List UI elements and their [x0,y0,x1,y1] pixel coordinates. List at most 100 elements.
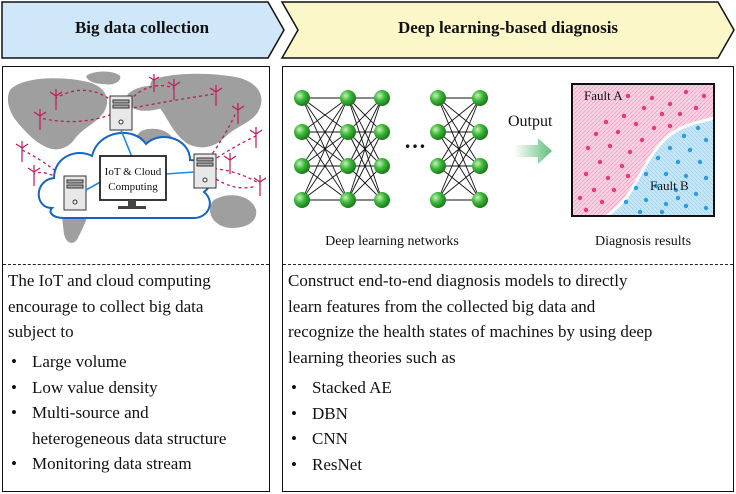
network-node [430,90,446,106]
fault-a-point [597,159,603,165]
fault-b-point [663,171,669,177]
fault-b-point [667,145,673,151]
fault-a-point [619,163,625,169]
server-top [109,95,133,131]
output-label: Output [508,113,553,130]
fault-a-point [585,145,591,151]
left-banner-title: Big data collection [74,18,210,37]
network-node [294,192,310,208]
fault-a-point [649,95,655,101]
network-node [430,192,446,208]
network-node [340,124,356,140]
network-node [472,158,488,174]
network-connection [437,131,481,201]
fault-b-point [703,137,709,143]
header-banners [1,1,735,59]
deep-learning-network [294,90,488,208]
fault-a-point [625,93,631,99]
fault-a-point [577,195,583,201]
network-connection [347,97,383,201]
network-connection [437,97,481,133]
network-connection [437,97,481,167]
left-intro-line: encourage to collect big data [8,296,204,316]
network-node [294,124,310,140]
right-intro-line: learning theories such as [288,347,456,367]
fault-b-point [623,199,629,205]
cloud-label-line1: IoT & Cloud [105,166,162,178]
fault-a-point [639,137,645,143]
fault-b-point [655,155,661,161]
fault-a-label: Fault A [584,88,623,103]
fault-a-point [683,89,689,95]
fault-a-point [615,129,621,135]
fault-b-point [695,125,701,131]
network-connection [301,131,349,201]
bullet-item: ResNet [286,452,726,478]
bullet-item: Monitoring data stream [6,451,268,477]
network-node [374,90,390,106]
left-intro-line: The IoT and cloud computing [8,271,211,290]
network-connection [347,131,383,201]
fault-b-point [633,185,639,191]
fault-a-point [603,119,609,125]
fault-b-point [637,209,643,215]
network-connection [437,97,481,201]
fault-a-point [625,173,631,179]
left-bullet-list: Large volume Low value density Multi-sou… [6,349,268,477]
bullet-item: CNN [286,426,726,452]
fault-b-point [703,205,709,211]
fault-a-point [591,187,597,193]
fault-b-point [673,187,679,193]
fault-a-point [701,93,707,99]
network-connection [301,97,349,133]
fault-a-point [583,171,589,177]
right-banner-title: Deep learning-based diagnosis [397,18,619,37]
fault-a-point [607,143,613,149]
diagnosis-scatter: Fault A Fault B [571,83,715,218]
right-intro-line: Construct end-to-end diagnosis models to… [288,271,628,290]
computer-monitor: IoT & Cloud Computing [99,155,167,209]
fault-b-point [643,197,649,203]
network-node [294,158,310,174]
network-node [430,158,446,174]
fault-a-point [633,121,639,127]
network-node [472,192,488,208]
fault-b-point [681,133,687,139]
right-bullet-list: Stacked AE DBN CNN ResNet [286,375,726,477]
cloud-label-line2: Computing [108,181,158,193]
network-connection [347,165,383,201]
network-node [340,192,356,208]
bullet-item: Low value density [6,375,268,401]
fault-b-point [663,201,669,207]
network-node [340,158,356,174]
network-node [340,90,356,106]
fault-b-point [703,175,709,181]
fault-a-point [611,187,617,193]
network-node [294,90,310,106]
network-node [374,124,390,140]
fault-b-point [683,173,689,179]
right-intro-line: recognize the health states of machines … [288,322,653,341]
bullet-item: Stacked AE [286,375,726,401]
bullet-item: Multi-source and [6,400,268,426]
output-arrow [514,138,552,164]
fault-a-point [599,199,605,205]
network-connection [437,165,481,201]
network-node [374,158,390,174]
fault-a-point [677,111,683,117]
server-left [63,175,87,211]
server-right [193,153,217,189]
fault-a-point [651,125,657,131]
left-banner-arrow [1,1,285,59]
network-connection [347,97,383,133]
network-ellipsis: … [404,128,426,153]
network-connection [301,97,349,201]
network-connection [347,97,383,167]
fault-b-point [659,209,665,215]
right-banner-arrow [280,1,735,59]
fault-a-point [693,105,699,111]
bullet-item: DBN [286,401,726,427]
fault-b-point [675,159,681,165]
left-intro-line: subject to [8,322,74,341]
fault-b-point [693,191,699,197]
